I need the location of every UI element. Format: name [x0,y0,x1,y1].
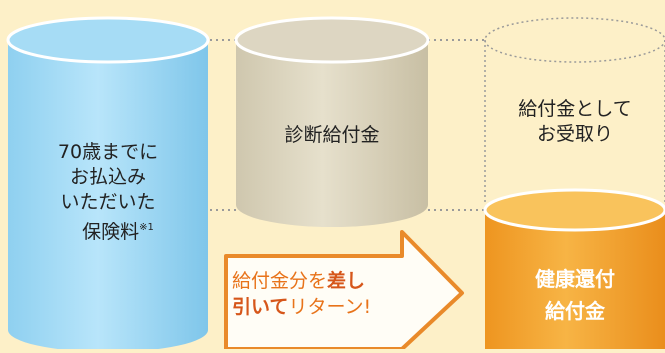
diagnosis-benefit-label: 診断給付金 [284,124,380,146]
arrow-text-part2: 差し [327,270,366,292]
received-outline-cylinder [484,17,665,205]
health-line-1: 健康還付 [535,267,615,291]
received-line-1: 給付金として [518,98,632,120]
received-line-2: お受取り [536,123,613,145]
premium-line-3: いただいた [60,191,156,213]
arrow-text-part1: 給付金分を [232,270,328,292]
arrow-line-1: 給付金分を差し [232,268,371,294]
arrow-text-part3: 引いて [232,296,289,318]
premium-label: 70歳までに お払込み いただいた 保険料※1 [8,140,208,245]
received-as-benefit-label: 給付金として お受取り [485,97,665,147]
health-line-2: 給付金 [545,299,605,323]
premium-line-2: お払込み [69,166,146,188]
diagnosis-cylinder [234,16,430,227]
premium-cylinder [6,16,210,352]
health-return-cylinder [483,188,665,349]
health-return-benefit-label: 健康還付 給付金 [490,263,660,327]
premium-line-1: 70歳までに [57,141,159,163]
return-arrow-label: 給付金分を差し 引いてリターン! [232,268,371,320]
premium-line-4: 保険料※1 [8,215,208,245]
arrow-line-2: 引いてリターン! [232,294,371,320]
footnote-mark: ※1 [139,222,154,233]
premium-line-4-text: 保険料 [82,221,140,243]
arrow-text-part4: リターン! [288,296,372,318]
